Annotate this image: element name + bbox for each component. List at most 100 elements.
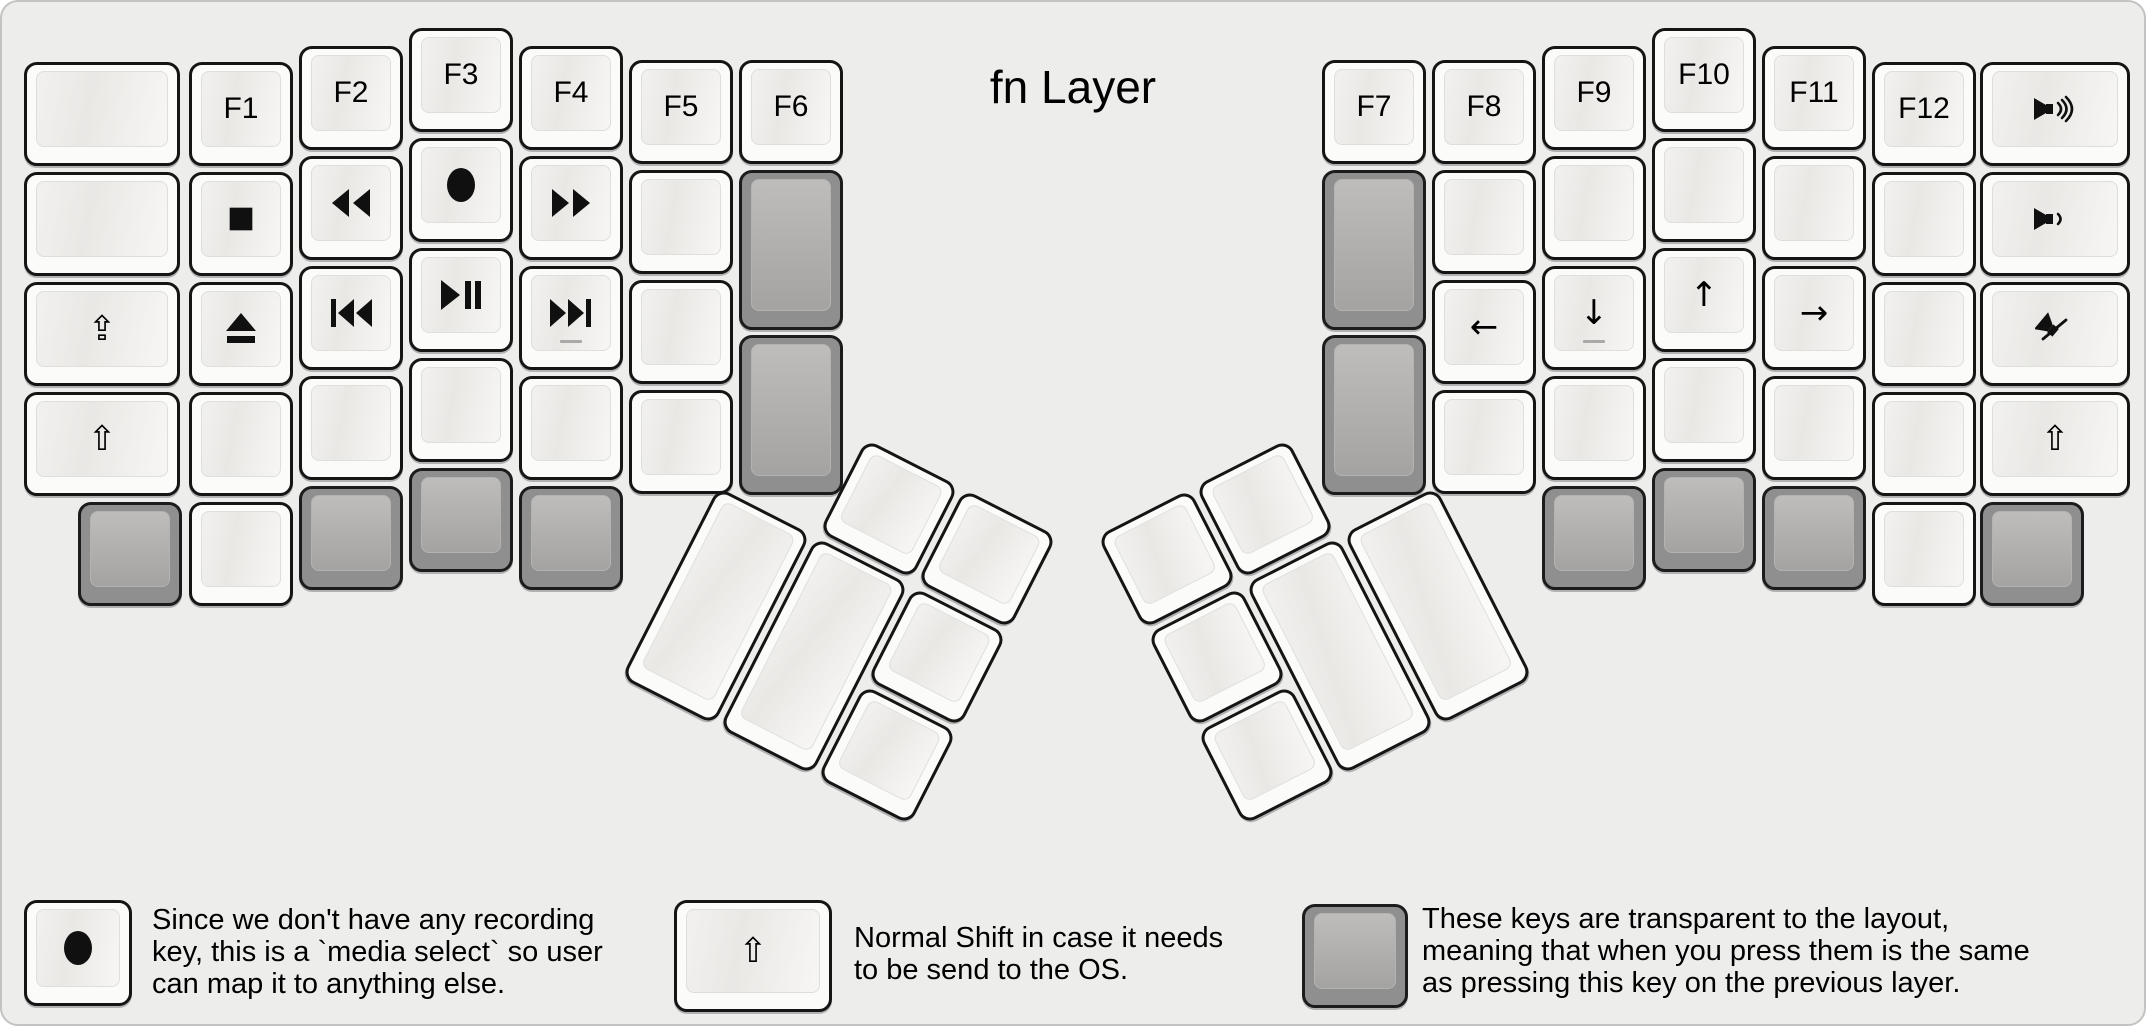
key-blank[interactable] [24,172,180,276]
key-transparent[interactable] [1980,502,2084,606]
keycap-surface: F10 [1664,37,1744,113]
key-transparent[interactable] [739,170,843,330]
keycap-surface [641,289,721,365]
key-transparent[interactable] [1652,468,1756,572]
keycap-surface [1334,179,1414,311]
key-transparent[interactable] [409,468,513,572]
keycap-surface: F3 [421,37,501,113]
key-arrow-right[interactable]: → [1762,266,1866,370]
key-transparent[interactable] [1322,335,1426,495]
keycap-surface [201,511,281,587]
key-rewind[interactable] [299,156,403,260]
key-arrow-down[interactable]: ↓ [1542,266,1646,370]
key-record[interactable] [409,138,513,242]
key-blank[interactable] [1542,376,1646,480]
key-play-pause[interactable] [409,248,513,352]
keycap-surface [1774,165,1854,241]
key-blank[interactable] [1872,172,1976,276]
keycap-surface: → [1774,275,1854,351]
key-next-track[interactable] [519,266,623,370]
key-transparent[interactable] [1762,486,1866,590]
key-f4[interactable]: F4 [519,46,623,150]
key-f5[interactable]: F5 [629,60,733,164]
keycap-surface [751,179,831,311]
key-label: ⇪ [87,309,117,349]
key-blank[interactable] [1542,156,1646,260]
key-blank[interactable] [1652,138,1756,242]
legend-line: to be send to the OS. [854,954,1129,986]
key-blank[interactable] [629,170,733,274]
keycap-surface: F1 [201,71,281,147]
key-f11[interactable]: F11 [1762,46,1866,150]
key-blank[interactable] [1872,502,1976,606]
key-label: F9 [1576,76,1612,109]
next-icon [548,295,594,331]
key-label: F1 [223,92,259,125]
key-arrow-left[interactable]: ← [1432,280,1536,384]
key-transparent[interactable] [78,502,182,606]
key-blank[interactable] [1872,392,1976,496]
keycap-surface [1314,913,1396,989]
keycap-surface [1161,600,1268,705]
key-shift[interactable]: ⇧ [24,392,180,496]
key-transparent[interactable] [519,486,623,590]
key-volume-up[interactable] [1980,62,2130,166]
key-blank[interactable] [1762,376,1866,480]
key-arrow-up[interactable]: ↑ [1652,248,1756,352]
key-fast-forward[interactable] [519,156,623,260]
keycap-surface [1209,452,1316,557]
key-f9[interactable]: F9 [1542,46,1646,150]
key-blank[interactable] [409,358,513,462]
key-blank[interactable] [189,502,293,606]
key-transparent[interactable] [1542,486,1646,590]
key-blank[interactable] [1762,156,1866,260]
key-blank[interactable] [1432,390,1536,494]
key-eject[interactable] [189,282,293,386]
keycap-surface [1334,344,1414,476]
keycap-surface [1211,698,1318,803]
keycap-surface: F8 [1444,69,1524,145]
keycap-surface [201,291,281,367]
key-blank[interactable] [24,62,180,166]
key-f2[interactable]: F2 [299,46,403,150]
key-label: F3 [443,58,479,91]
record-icon [60,928,96,968]
keycap-surface [836,698,943,803]
legend-line: Since we don't have any recording [152,904,595,936]
key-blank[interactable] [1652,358,1756,462]
key-f7[interactable]: F7 [1322,60,1426,164]
keycap-surface [311,275,391,351]
key-label: F5 [663,90,699,123]
key-blank[interactable] [189,392,293,496]
key-blank[interactable] [299,376,403,480]
key-blank[interactable] [1432,170,1536,274]
keycap-surface [1992,181,2118,257]
keycap-surface [201,181,281,257]
keycap-surface [751,344,831,476]
key-label: ⇧ [2040,419,2070,459]
key-legend-record [24,900,132,1006]
keycap-surface [1884,181,1964,257]
key-transparent[interactable] [1322,170,1426,330]
key-caps-lock[interactable]: ⇪ [24,282,180,386]
key-prev-track[interactable] [299,266,403,370]
keycap-surface [311,165,391,241]
key-shift[interactable]: ⇧ [1980,392,2130,496]
key-mute[interactable] [1980,282,2130,386]
key-transparent[interactable] [739,335,843,495]
key-label: ← [1469,307,1499,347]
key-transparent[interactable] [299,486,403,590]
key-volume-down[interactable] [1980,172,2130,276]
key-blank[interactable] [629,280,733,384]
key-blank[interactable] [519,376,623,480]
key-f6[interactable]: F6 [739,60,843,164]
key-f12[interactable]: F12 [1872,62,1976,166]
key-blank[interactable] [629,390,733,494]
key-f1[interactable]: F1 [189,62,293,166]
key-f10[interactable]: F10 [1652,28,1756,132]
keycap-surface [531,385,611,461]
key-stop[interactable] [189,172,293,276]
key-blank[interactable] [1872,282,1976,386]
key-f3[interactable]: F3 [409,28,513,132]
key-f8[interactable]: F8 [1432,60,1536,164]
